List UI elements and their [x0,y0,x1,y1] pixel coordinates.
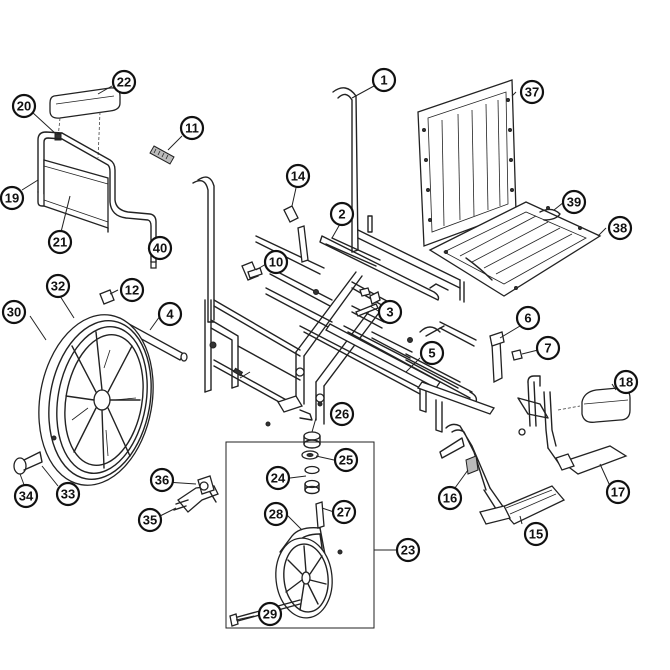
svg-text:22: 22 [117,75,131,90]
svg-text:30: 30 [7,305,21,320]
callout-22: 22 [111,69,137,95]
rear-wheel [38,314,154,486]
callout-15: 15 [523,521,549,547]
svg-text:11: 11 [185,121,199,136]
back-upholstery [417,79,517,247]
svg-text:36: 36 [155,473,169,488]
callout-2: 2 [329,201,355,227]
svg-text:4: 4 [166,307,174,322]
callout-37: 37 [519,79,545,105]
wheel-lock [173,475,219,513]
elevating-legrest [517,375,631,475]
footrest [439,423,566,525]
back-frame-left [149,145,301,409]
callout-27: 27 [331,499,357,525]
seat-rail-top [319,235,449,301]
callout-38: 38 [607,215,633,241]
callout-34: 34 [13,483,39,509]
callout-35: 35 [137,507,163,533]
callout-3: 3 [377,299,403,325]
svg-text:38: 38 [613,221,627,236]
svg-text:2: 2 [338,207,345,222]
frame-clamp [241,261,263,281]
callout-17: 17 [605,479,631,505]
svg-text:37: 37 [525,85,539,100]
svg-text:16: 16 [443,491,457,506]
handgrip [149,145,175,165]
svg-text:3: 3 [386,305,393,320]
svg-text:24: 24 [271,471,286,486]
svg-text:40: 40 [153,241,167,256]
callout-19: 19 [0,185,25,211]
svg-text:19: 19 [5,191,19,206]
callout-28: 28 [263,501,289,527]
left-caster-fork [265,395,323,449]
callout-16: 16 [437,485,463,511]
callout-12: 12 [119,277,145,303]
svg-text:14: 14 [291,169,306,184]
svg-text:26: 26 [335,407,349,422]
callout-26: 26 [329,401,355,427]
callout-33: 33 [55,481,81,507]
svg-text:35: 35 [143,513,157,528]
callout-6: 6 [515,305,541,331]
svg-text:33: 33 [61,487,75,502]
armrest-side-panel [43,159,109,229]
front-rigging-post [489,331,523,384]
caster-detail-box [225,441,398,629]
svg-text:20: 20 [17,99,31,114]
callout-4: 4 [157,301,183,327]
callout-30: 30 [1,299,27,325]
callout-23: 23 [395,537,421,563]
cross-brace [295,271,478,433]
armrest-frame [37,131,63,195]
callout-7: 7 [535,335,561,361]
svg-text:25: 25 [339,453,353,468]
callouts: 1 2 3 4 5 6 7 10 11 12 14 15 16 17 18 19… [0,67,639,627]
lower-rail [325,323,496,415]
axle-hardware [13,435,57,475]
svg-text:34: 34 [19,489,34,504]
svg-text:23: 23 [401,543,415,558]
callout-14: 14 [285,163,311,189]
callout-24: 24 [265,465,291,491]
callout-39: 39 [561,189,587,215]
svg-text:32: 32 [51,279,65,294]
callout-36: 36 [149,467,175,493]
svg-text:27: 27 [337,505,351,520]
spacer-tube [283,205,309,263]
svg-text:17: 17 [611,485,625,500]
svg-text:21: 21 [53,235,67,250]
callout-11: 11 [179,115,205,141]
callout-29: 29 [257,601,283,627]
svg-text:29: 29 [263,607,277,622]
svg-text:15: 15 [529,527,543,542]
svg-text:5: 5 [428,346,435,361]
callout-25: 25 [333,447,359,473]
svg-text:12: 12 [125,283,139,298]
callout-20: 20 [11,93,37,119]
svg-text:7: 7 [544,341,551,356]
callout-5: 5 [419,340,445,366]
svg-text:39: 39 [567,195,581,210]
callout-21: 21 [47,229,73,255]
callout-40: 40 [147,235,173,261]
svg-text:1: 1 [380,73,387,88]
armrest-screw [54,133,62,141]
callout-32: 32 [45,273,71,299]
callout-1: 1 [371,67,397,93]
svg-text:28: 28 [269,507,283,522]
svg-text:18: 18 [619,375,633,390]
seat-upholstery [428,201,602,297]
svg-text:6: 6 [524,311,531,326]
callout-18: 18 [613,369,639,395]
callout-10: 10 [263,249,289,275]
svg-text:10: 10 [269,255,283,270]
armrest-assembly [37,87,157,269]
